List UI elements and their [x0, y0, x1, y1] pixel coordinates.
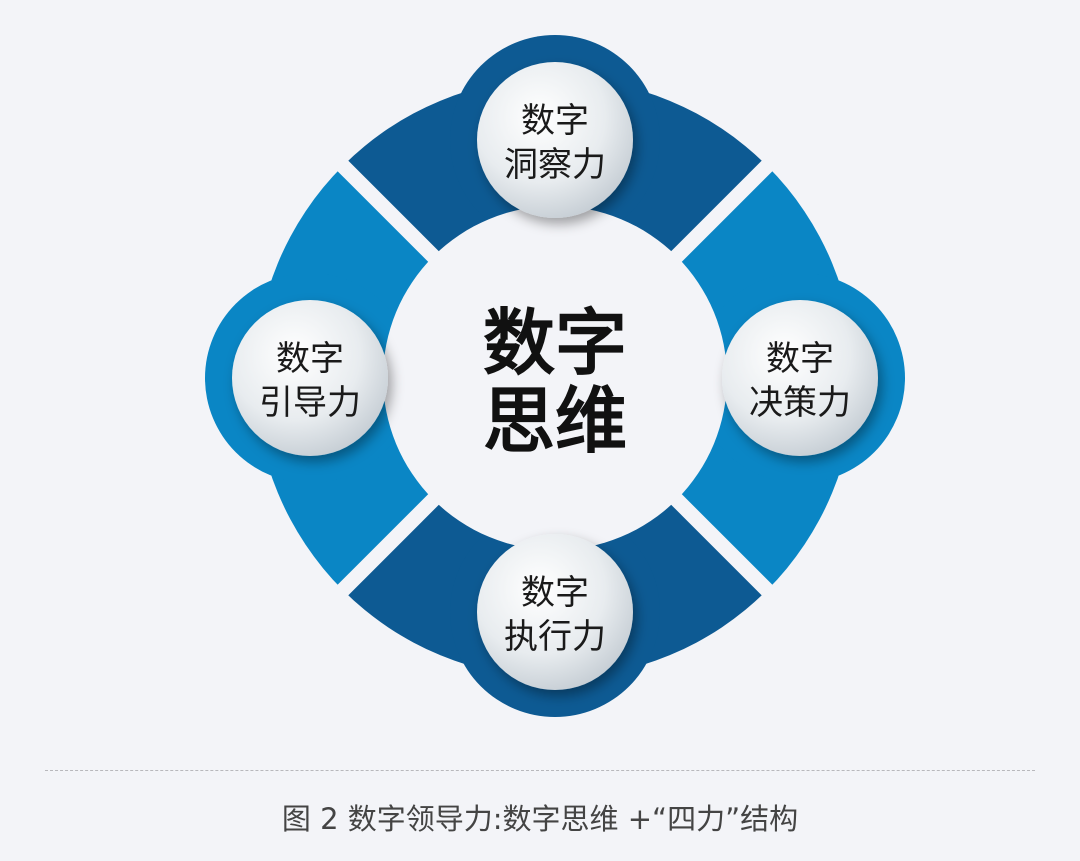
node-circle — [232, 300, 388, 456]
node-label-line1: 数字 — [276, 339, 344, 379]
node-label-line1: 数字 — [521, 573, 589, 613]
center-circle — [383, 206, 727, 550]
ring-gap — [655, 139, 794, 278]
ring-gap — [655, 478, 794, 617]
center-label-line2: 思维 — [483, 378, 627, 463]
node-circle — [477, 534, 633, 690]
node-circle — [722, 300, 878, 456]
center-label-line1: 数字 — [483, 300, 627, 385]
figure-caption: 图 2 数字领导力:数字思维 +“四力”结构 — [281, 802, 799, 836]
ring-gap — [316, 478, 455, 617]
node-label-line2: 决策力 — [749, 383, 851, 423]
node-label-line1: 数字 — [766, 339, 834, 379]
node-label-line2: 执行力 — [504, 617, 606, 657]
node-label-line1: 数字 — [521, 101, 589, 141]
node-circle — [477, 62, 633, 218]
node-label-line2: 引导力 — [259, 383, 361, 423]
ring-gap — [316, 139, 455, 278]
node-label-line2: 洞察力 — [504, 145, 606, 185]
divider — [45, 770, 1035, 771]
